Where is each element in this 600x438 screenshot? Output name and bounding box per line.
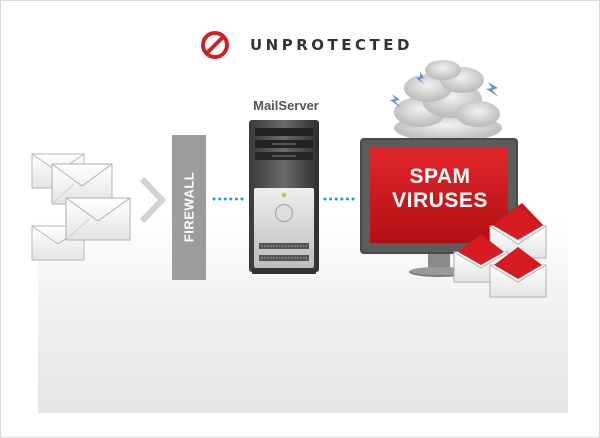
- status-header: UNPROTECTED: [200, 30, 413, 60]
- status-label: UNPROTECTED: [250, 36, 413, 54]
- prohibited-icon: [201, 31, 229, 59]
- envelope-icon: [65, 197, 131, 241]
- infected-envelope-icon: [489, 247, 547, 298]
- monitor-screen-text: SPAM VIRUSES: [370, 165, 510, 213]
- chevron-right-icon: [139, 176, 167, 224]
- infected-envelope-icon: [489, 203, 547, 259]
- firewall-label: FIREWALL: [181, 171, 197, 243]
- viruses-label: VIRUSES: [392, 189, 488, 212]
- firewall-bar: [172, 135, 206, 280]
- lightning-icon: [390, 72, 499, 108]
- monitor-icon: [360, 138, 518, 277]
- spam-label: SPAM: [409, 165, 471, 188]
- infected-emails: [453, 203, 547, 298]
- infected-envelope-icon: [453, 234, 509, 283]
- storm-cloud-icon: [394, 60, 502, 142]
- envelope-icon: [51, 163, 113, 205]
- incoming-emails: [31, 153, 131, 261]
- server-label: MailServer: [253, 98, 319, 113]
- monitor-screen: [370, 147, 508, 243]
- server-tower-icon: [249, 120, 319, 274]
